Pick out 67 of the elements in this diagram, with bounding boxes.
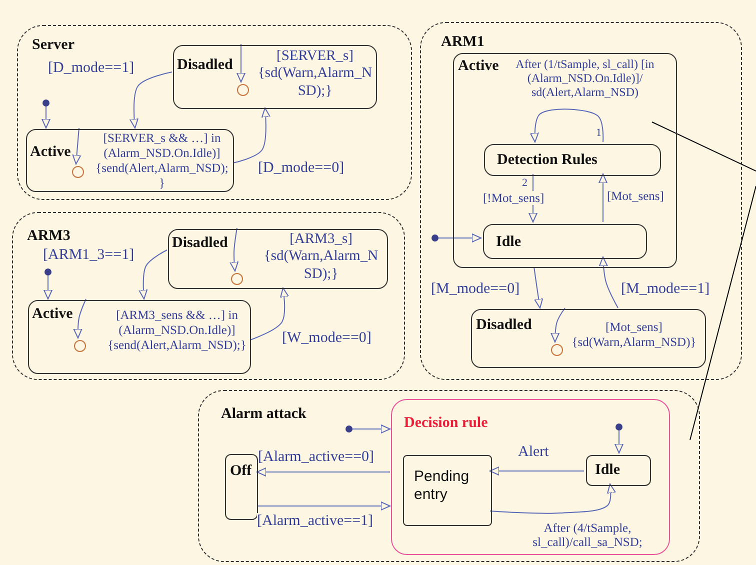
priority-number: 1 [596, 127, 602, 140]
transition-arrow [614, 424, 624, 454]
junction-circle [231, 273, 243, 285]
state-name: Off [230, 462, 252, 480]
state-name: Pending entry [414, 468, 470, 504]
state-name: Detection Rules [497, 151, 598, 169]
state-name: Disadled [476, 316, 532, 334]
transition-arrow [73, 298, 86, 338]
state-name: Idle [496, 233, 522, 251]
transition-arrow [42, 100, 50, 128]
connector-line [652, 122, 756, 172]
transition-arrow [550, 308, 566, 342]
state-action: [ARM3_s] {sd(Warn,Alarm_NSD);} [262, 231, 380, 284]
transition-arrow [530, 108, 604, 142]
state-name: Active [458, 57, 499, 75]
state-box [173, 45, 377, 109]
state-box [391, 399, 670, 555]
state-box [168, 229, 388, 289]
transition-arrow [256, 468, 390, 476]
state-box [484, 144, 661, 176]
state-box [586, 455, 651, 486]
priority-number: 2 [522, 177, 528, 190]
transition-arrow [490, 484, 616, 514]
state-name: ARM1 [441, 33, 484, 51]
state-box [403, 455, 492, 526]
transition-arrow [598, 256, 618, 308]
edge-label: After (1/tSample, sl_call) [in (Alarm_NSD.On.Idle)]/ sd(Alert,Alarm_NSD) [514, 58, 656, 100]
transition-arrow [490, 466, 584, 476]
junction-circle [74, 340, 86, 352]
transition-arrow [346, 424, 390, 434]
state-box [26, 129, 234, 192]
state-name: ARM3 [27, 227, 70, 245]
state-name: Active [30, 143, 71, 161]
state-name: Alarm attack [221, 405, 306, 423]
transition-arrow [138, 250, 168, 300]
state-action: [ARM3_sens && …] in (Alarm_NSD.On.Idle)] {send(Alert,Alarm_NSD);} [107, 308, 247, 353]
connector-line [690, 186, 756, 440]
edge-label: [Mot_sens] [607, 189, 664, 204]
state-action: [Mot_sens] {sd(Warn,Alarm_NSD)} [570, 320, 698, 350]
state-box [28, 300, 251, 374]
transition-arrow [130, 72, 172, 128]
transition-arrow [432, 234, 482, 242]
transition-arrow [236, 44, 246, 82]
junction-circle [237, 84, 249, 96]
state-box [453, 53, 677, 268]
state-action: [SERVER_s && …] in (Alarm_NSD.On.Idle)] {send(Alert,Alarm_NSD);} [94, 131, 230, 191]
state-action: [SERVER_s] {sd(Warn,Alarm_NSD);} [256, 48, 374, 100]
junction-circle [551, 344, 563, 356]
transition-arrow [256, 502, 390, 510]
transition-arrow [250, 288, 289, 340]
transition-arrow [598, 174, 608, 222]
transition-arrow [44, 268, 52, 300]
state-box [471, 309, 706, 368]
state-name: Idle [595, 461, 620, 479]
state-name: Active [32, 305, 73, 323]
state-box [483, 224, 647, 259]
transition-arrow [230, 228, 239, 272]
state-name: Decision rule [404, 414, 488, 432]
junction-circle [72, 166, 84, 178]
edge-label: After (4/tSample, sl_call)/call_sa_NSD; [532, 521, 644, 550]
transition-arrow [72, 128, 82, 164]
state-name: Disadled [172, 234, 228, 252]
state-name: Disadled [177, 56, 233, 74]
state-name: Server [32, 36, 74, 54]
edge-label: [!Mot_sens] [483, 191, 544, 206]
transition-arrow [232, 108, 270, 164]
transition-arrow [534, 266, 544, 308]
